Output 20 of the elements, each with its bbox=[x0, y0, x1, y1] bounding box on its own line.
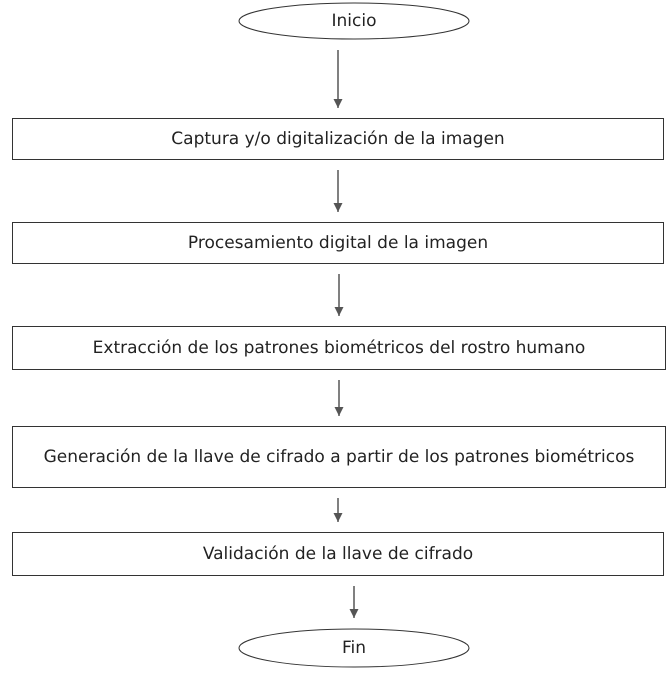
step-label: Procesamiento digital de la imagen bbox=[188, 232, 488, 254]
arrow bbox=[334, 50, 342, 108]
terminal-ellipse bbox=[238, 628, 470, 668]
terminal-ellipse bbox=[238, 2, 470, 40]
step-label: Captura y/o digitalización de la imagen bbox=[171, 128, 505, 150]
process-box bbox=[12, 222, 664, 264]
process-box bbox=[12, 532, 664, 576]
step-label: Inicio bbox=[332, 10, 376, 32]
process-box bbox=[12, 426, 666, 488]
process-box bbox=[12, 118, 664, 160]
step-label: Generación de la llave de cifrado a partir de los patrones biométricos bbox=[44, 446, 634, 468]
step-label: Validación de la llave de cifrado bbox=[202, 543, 474, 565]
process-box bbox=[12, 326, 666, 370]
step-label: Extracción de los patrones biométricos del rostro humano bbox=[92, 337, 586, 359]
arrow bbox=[334, 170, 342, 212]
arrow bbox=[350, 586, 358, 618]
arrow bbox=[334, 380, 344, 416]
step-label: Fin bbox=[342, 637, 366, 659]
arrow bbox=[334, 274, 344, 316]
arrow bbox=[334, 498, 342, 522]
